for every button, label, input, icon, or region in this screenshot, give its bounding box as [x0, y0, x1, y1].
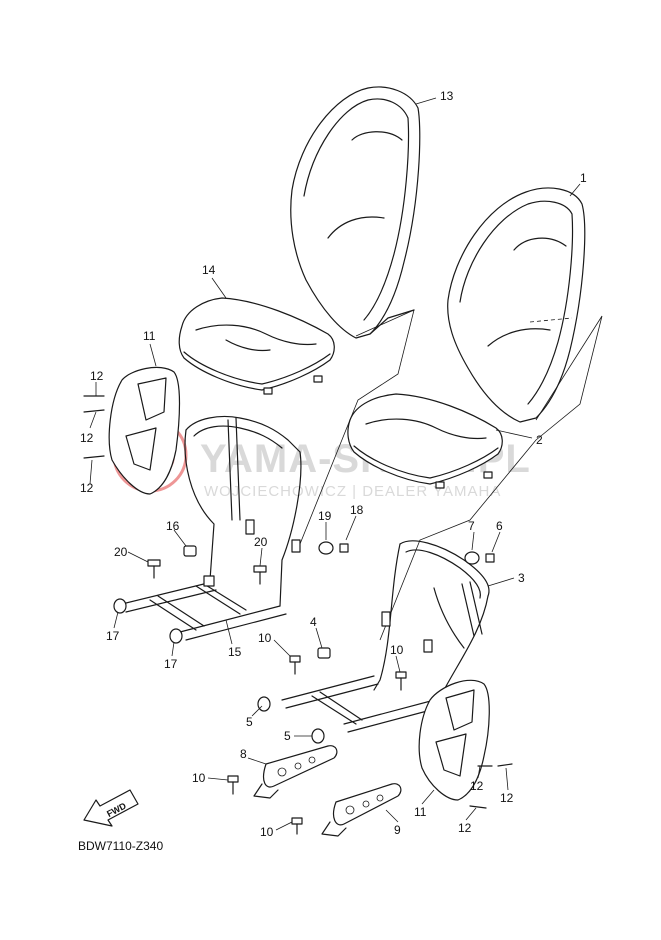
fwd-arrow: FWD — [83, 789, 139, 827]
callout-3: 3 — [518, 571, 525, 585]
callout-18: 18 — [350, 503, 364, 517]
callout-14: 14 — [202, 263, 216, 277]
leader-upper-seat — [299, 309, 415, 545]
callout-12-lower-1: 12 — [470, 779, 484, 793]
fwd-arrow-icon — [83, 789, 139, 827]
seat-rail-8 — [253, 745, 338, 799]
callout-1: 1 — [580, 171, 587, 185]
seat-back-13 — [290, 86, 421, 339]
callout-8: 8 — [240, 747, 247, 761]
callouts: 13 1 14 11 12 12 12 2 19 18 7 6 16 20 20… — [80, 89, 587, 839]
callout-13: 13 — [440, 89, 454, 103]
callout-9: 9 — [394, 823, 401, 837]
seat-cushion-14 — [178, 297, 335, 395]
callout-10-a: 10 — [258, 631, 272, 645]
callout-5-right: 5 — [284, 729, 291, 743]
seat-rail-9 — [321, 783, 402, 837]
diagram-code: BDW7110-Z340 — [78, 839, 163, 853]
callout-12-upper-1: 12 — [90, 369, 104, 383]
callout-2: 2 — [536, 433, 543, 447]
callout-19: 19 — [318, 509, 332, 523]
hardware — [83, 395, 513, 835]
callout-12-upper-2: 12 — [80, 431, 94, 445]
side-panel-11-upper — [108, 366, 181, 495]
callout-15: 15 — [228, 645, 242, 659]
leader-lower-seat — [379, 315, 603, 641]
callout-12-lower-3: 12 — [458, 821, 472, 835]
callout-20-right: 20 — [254, 535, 268, 549]
callout-11-lower: 11 — [414, 805, 427, 819]
callout-6: 6 — [496, 519, 503, 533]
seat-frame-15 — [121, 415, 302, 641]
callout-5-left: 5 — [246, 715, 253, 729]
watermark-sub-text: WOJCIECHOWICZ | DEALER YAMAHA — [204, 483, 501, 500]
seat-back-1 — [447, 187, 586, 423]
callout-10-b: 10 — [390, 643, 404, 657]
callout-17-left: 17 — [106, 629, 120, 643]
callout-10-c: 10 — [192, 771, 206, 785]
seat-cushion-2 — [347, 393, 503, 489]
callout-20-left: 20 — [114, 545, 128, 559]
callout-11-upper: 11 — [143, 329, 156, 343]
callout-7: 7 — [468, 519, 475, 533]
callout-17-right: 17 — [164, 657, 178, 671]
callout-leaders — [89, 97, 581, 831]
callout-10-d: 10 — [260, 825, 274, 839]
callout-16: 16 — [166, 519, 180, 533]
callout-12-lower-2: 12 — [500, 791, 514, 805]
callout-12-upper-3: 12 — [80, 481, 94, 495]
side-panel-11-lower — [418, 679, 490, 801]
callout-4: 4 — [310, 615, 317, 629]
